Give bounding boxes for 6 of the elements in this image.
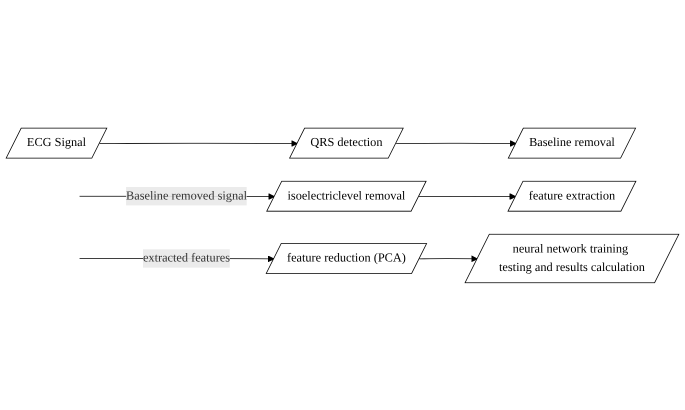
edge-label: extracted features [142,251,230,264]
arrow [418,192,516,200]
arrow [396,140,516,146]
edge-label: Baseline removed signal [126,188,247,202]
arrow [99,140,298,146]
arrow [419,254,478,262]
